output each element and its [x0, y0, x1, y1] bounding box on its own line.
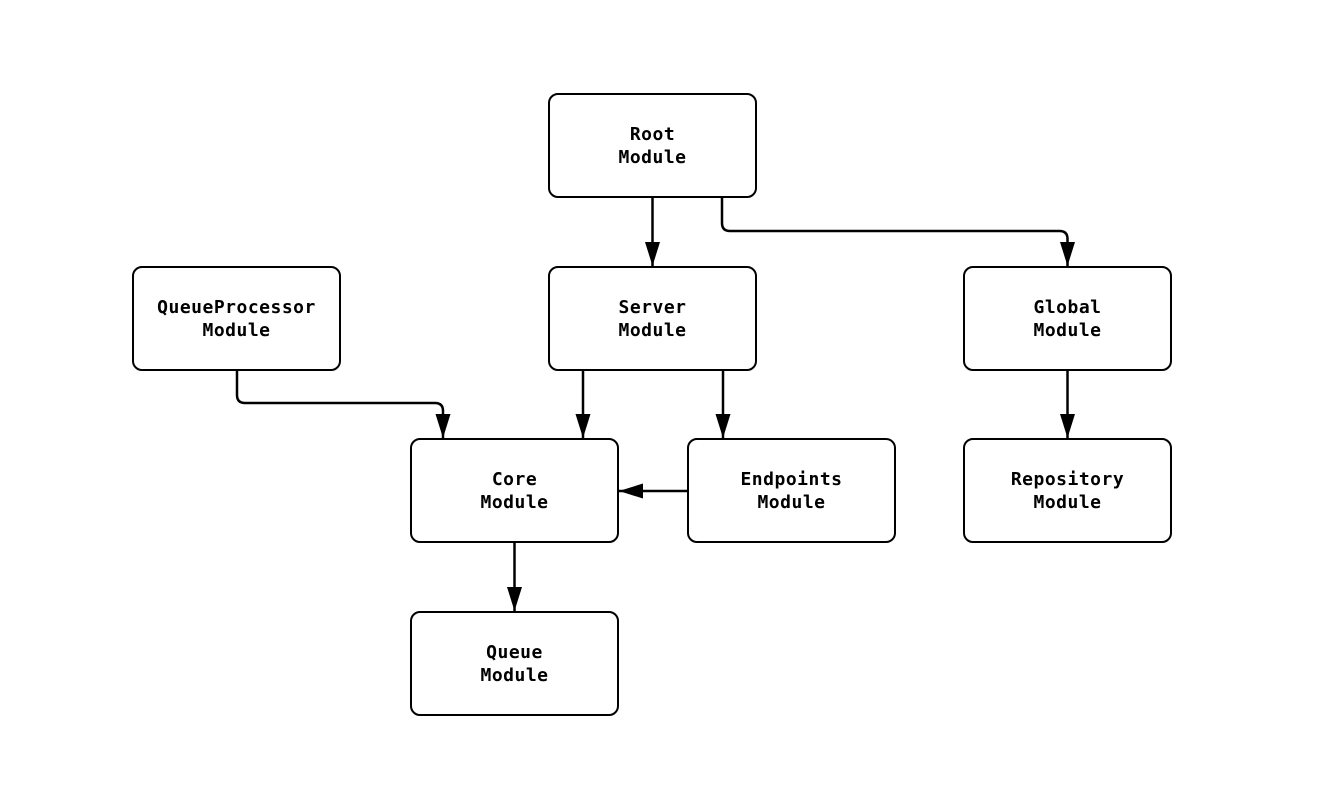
edge-root-to-global	[720, 198, 1075, 266]
node-label: Queue Module	[480, 641, 549, 686]
node-label: Endpoints Module	[740, 468, 843, 513]
node-endpoints-module: Endpoints Module	[687, 438, 896, 543]
node-label: Root Module	[618, 123, 687, 168]
node-label: QueueProcessor Module	[157, 296, 316, 341]
node-label: Server Module	[618, 296, 687, 341]
node-label: Core Module	[480, 468, 549, 513]
node-repository-module: Repository Module	[963, 438, 1172, 543]
node-label: Global Module	[1033, 296, 1102, 341]
node-queue-module: Queue Module	[410, 611, 619, 716]
node-core-module: Core Module	[410, 438, 619, 543]
edge-queueprocessor-to-core	[235, 371, 451, 438]
node-label: Repository Module	[1010, 468, 1125, 513]
node-root-module: Root Module	[548, 93, 757, 198]
node-global-module: Global Module	[963, 266, 1172, 371]
node-queueprocessor-module: QueueProcessor Module	[132, 266, 341, 371]
node-server-module: Server Module	[548, 266, 757, 371]
